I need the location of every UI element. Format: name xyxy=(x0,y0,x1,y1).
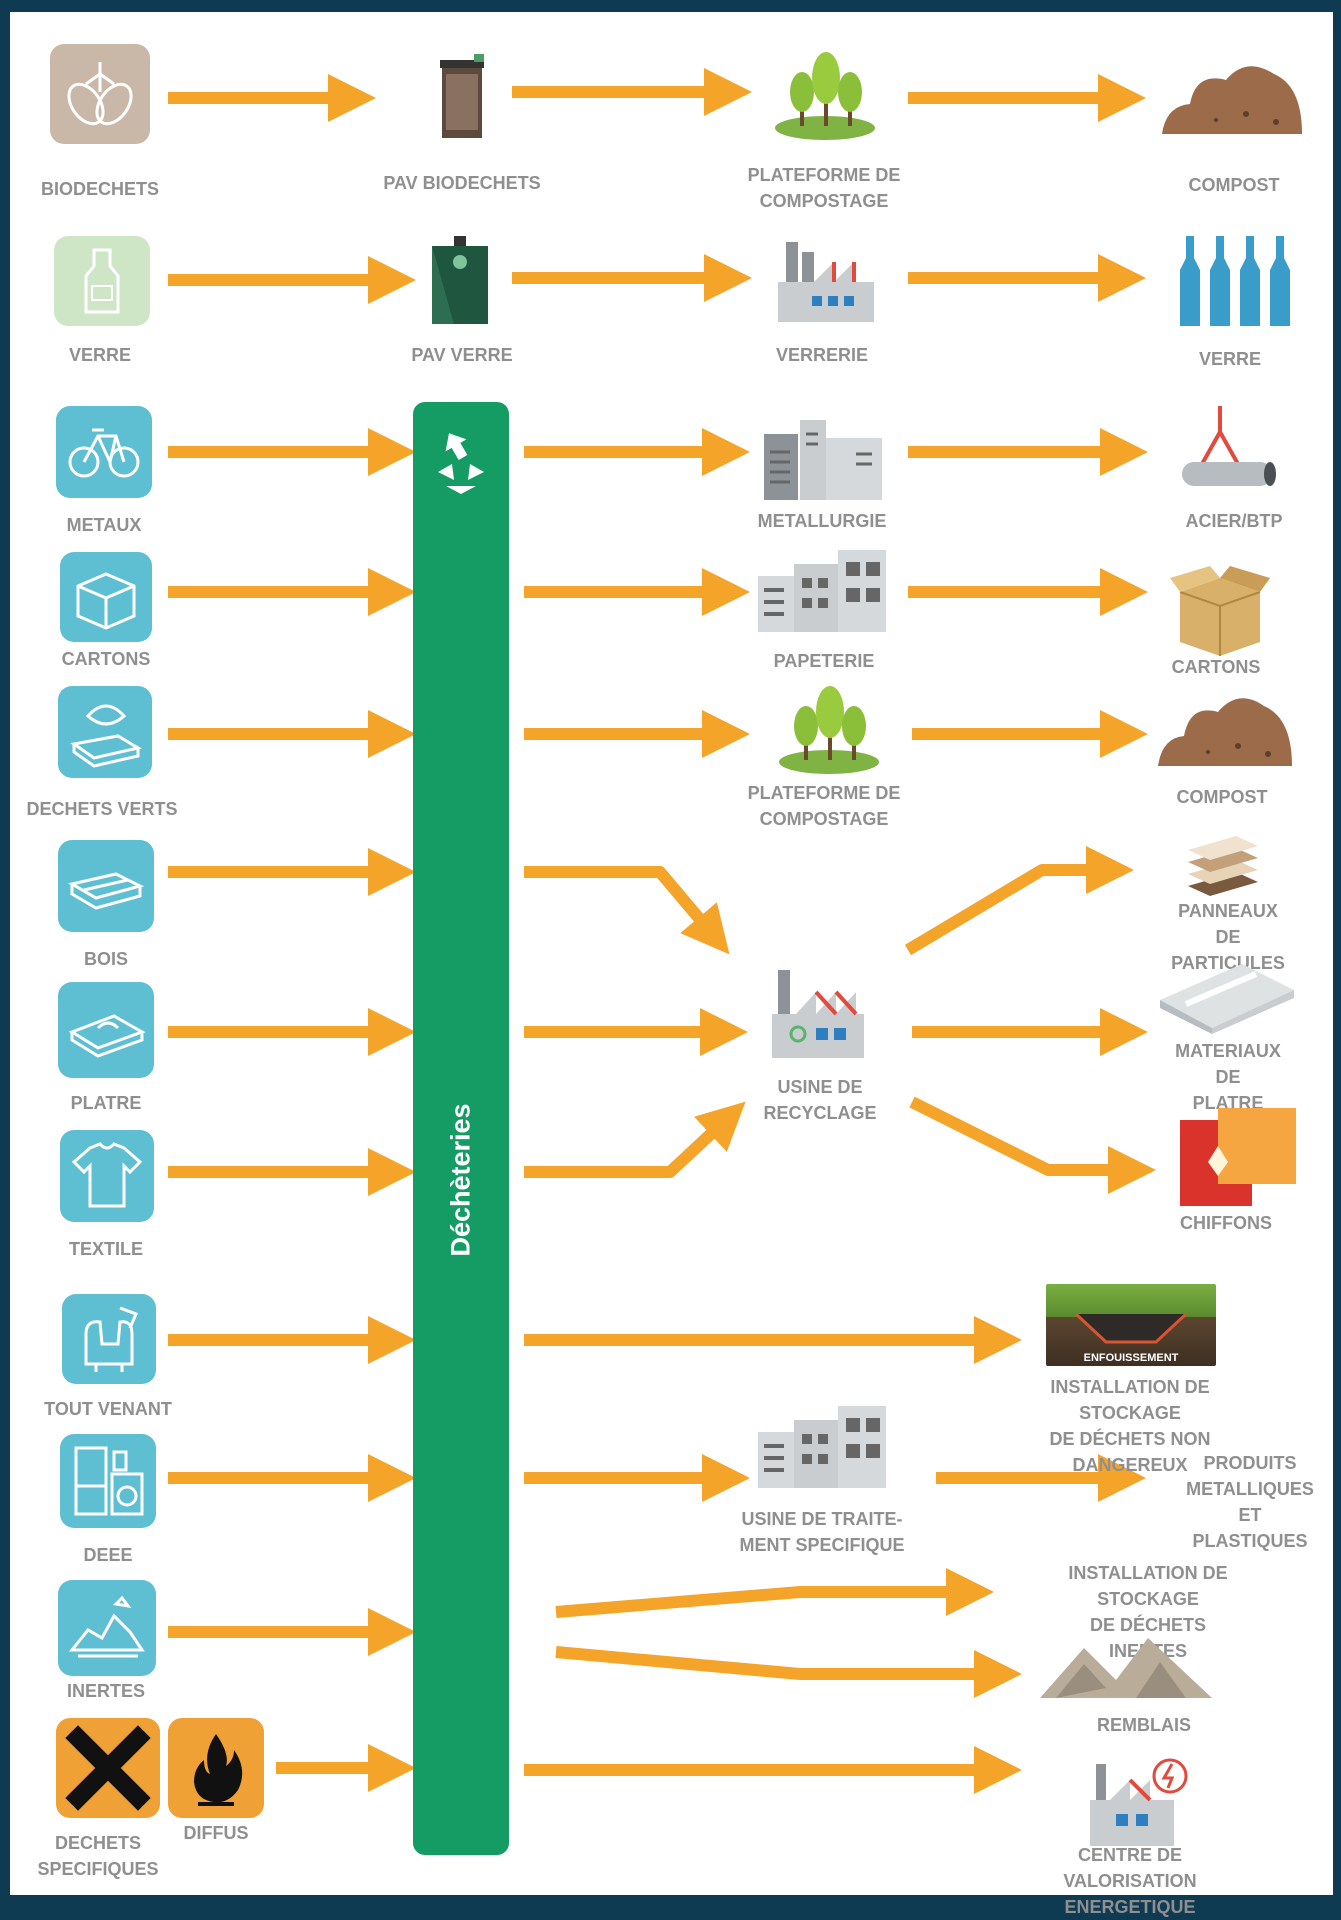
steel-pipe-icon xyxy=(1182,406,1276,486)
decheterie-recycle-icon xyxy=(438,433,484,494)
compost-trees-icon xyxy=(775,52,875,140)
metallurgie-factory-icon xyxy=(764,420,882,500)
cartons-product-label: CARTONS xyxy=(1171,657,1261,677)
verrerie-factory-icon xyxy=(778,242,874,322)
flame-icon xyxy=(194,1734,243,1806)
produits-metalliques-label: PRODUITS METALLIQUES ET PLASTIQUES xyxy=(1186,1453,1314,1551)
plateforme-compostage-2-label: PLATEFORME DE COMPOSTAGE xyxy=(747,783,901,829)
rubble-icon xyxy=(68,1595,145,1658)
papeterie-label: PAPETERIE xyxy=(773,651,875,671)
pav-biodechets-icon xyxy=(440,54,484,138)
source-diffus-label: DIFFUS xyxy=(183,1823,249,1843)
compost-pile-icon xyxy=(1162,66,1302,134)
plaster-material-icon xyxy=(1160,964,1294,1034)
verre-product-label: VERRE xyxy=(1198,349,1262,369)
pav-biodechets-label: PAV BIODECHETS xyxy=(383,173,541,193)
source-inertes-label: INERTES xyxy=(66,1681,146,1701)
plateforme-compostage-1-label: PLATEFORME DE COMPOSTAGE xyxy=(747,165,901,211)
source-deee-label: DEEE xyxy=(83,1545,133,1565)
centre-valorisation-label: CENTRE DE VALORISATION ENERGETIQUE xyxy=(1063,1845,1197,1917)
arrow-usine-chiffons xyxy=(909,1096,1156,1194)
compost-pile-icon-2 xyxy=(1158,698,1292,766)
inertes-tile xyxy=(58,1580,156,1676)
papeterie-building-icon xyxy=(758,550,886,632)
usine-traitement-label: USINE DE TRAITE- MENT SPECIFIQUE xyxy=(739,1509,905,1555)
source-biodechets-label: BIODECHETS xyxy=(40,179,160,199)
tout-venant-tile xyxy=(62,1294,156,1384)
plaster-board-icon xyxy=(68,1014,146,1058)
arrow-decheterie-remblais xyxy=(555,1646,1022,1698)
particle-board-icon xyxy=(1188,836,1258,896)
rag-fabric-icon xyxy=(1180,1108,1296,1206)
source-cartons-label: CARTONS xyxy=(61,649,151,669)
source-dechets-specifiques-label: DECHETS SPECIFIQUES xyxy=(37,1833,159,1879)
glass-bottles-icon xyxy=(1180,236,1290,326)
metaux-tile xyxy=(56,406,152,498)
metallurgie-label: METALLURGIE xyxy=(757,511,887,531)
arrow-decheterie-usine-bottom xyxy=(524,1101,746,1178)
textile-tile xyxy=(60,1130,154,1222)
cartons-tile xyxy=(60,552,152,642)
arrow-decheterie-usine-top xyxy=(524,866,730,955)
bottle-icon xyxy=(84,248,120,314)
centre-valorisation-icon xyxy=(1090,1758,1188,1846)
source-tout-venant-label: TOUT VENANT xyxy=(44,1399,172,1419)
platre-tile xyxy=(58,982,154,1078)
acier-btp-label: ACIER/BTP xyxy=(1185,511,1283,531)
pav-verre-label: PAV VERRE xyxy=(411,345,513,365)
source-bois-label: BOIS xyxy=(83,949,129,969)
chiffons-label: CHIFFONS xyxy=(1180,1213,1272,1233)
dechets-verts-tile xyxy=(58,686,152,778)
deee-tile xyxy=(60,1434,156,1528)
dechets-specifiques-tile xyxy=(56,1718,160,1818)
compost-trees-icon-2 xyxy=(779,686,879,774)
source-metaux-label: METAUX xyxy=(66,515,142,535)
arrow-decheterie-inertes-top xyxy=(555,1568,994,1618)
verre-tile xyxy=(54,236,150,326)
materiaux-platre-label: MATERIAUX DE PLATRE xyxy=(1175,1041,1281,1113)
appliances-icon xyxy=(74,1446,144,1516)
source-dechets-verts-label: DECHETS VERTS xyxy=(26,799,178,819)
verrerie-label: VERRERIE xyxy=(775,345,869,365)
hazard-x-icon xyxy=(65,1725,151,1811)
diffus-tile xyxy=(168,1718,264,1818)
cardboard-box-icon xyxy=(1170,566,1270,656)
diagram-panel xyxy=(10,12,1333,1895)
pav-verre-icon xyxy=(432,236,488,324)
leaf-pallet-icon xyxy=(70,704,142,768)
tshirt-icon xyxy=(71,1142,143,1208)
panneaux-label: PANNEAUX DE PARTICULES xyxy=(1171,901,1285,973)
arrow-usine-panneaux xyxy=(904,846,1134,956)
source-platre-label: PLATRE xyxy=(70,1093,142,1113)
remblais-label: REMBLAIS xyxy=(1097,1715,1191,1735)
usine-recyclage-label: USINE DE RECYCLAGE xyxy=(763,1077,877,1123)
biodechets-tile xyxy=(50,44,150,144)
bicycle-icon xyxy=(68,428,140,478)
box-icon xyxy=(76,572,136,630)
source-textile-label: TEXTILE xyxy=(68,1239,144,1259)
landfill-pit-icon xyxy=(1074,1312,1188,1344)
source-verre-label: VERRE xyxy=(68,345,132,365)
decheteries-bar xyxy=(413,402,509,1855)
pallet-icon xyxy=(67,872,145,910)
remblais-gravel-icon xyxy=(1040,1638,1212,1698)
stockage-non-dangereux-label: INSTALLATION DE STOCKAGE DE DÉCHETS NON … xyxy=(1049,1377,1211,1475)
enfouissement-caption: ENFOUISSEMENT xyxy=(1083,1352,1179,1364)
compost-1-label: COMPOST xyxy=(1188,175,1280,195)
compost-2-label: COMPOST xyxy=(1176,787,1268,807)
cocoa-pod-icon xyxy=(67,62,133,126)
bois-tile xyxy=(58,840,154,932)
decheteries-label: Déchèteries xyxy=(445,1103,476,1257)
usine-traitement-building-icon xyxy=(758,1406,886,1488)
usine-recyclage-factory-icon xyxy=(772,970,864,1058)
enfouissement-image: ENFOUISSEMENT xyxy=(1046,1284,1216,1366)
armchair-icon xyxy=(84,1306,138,1372)
